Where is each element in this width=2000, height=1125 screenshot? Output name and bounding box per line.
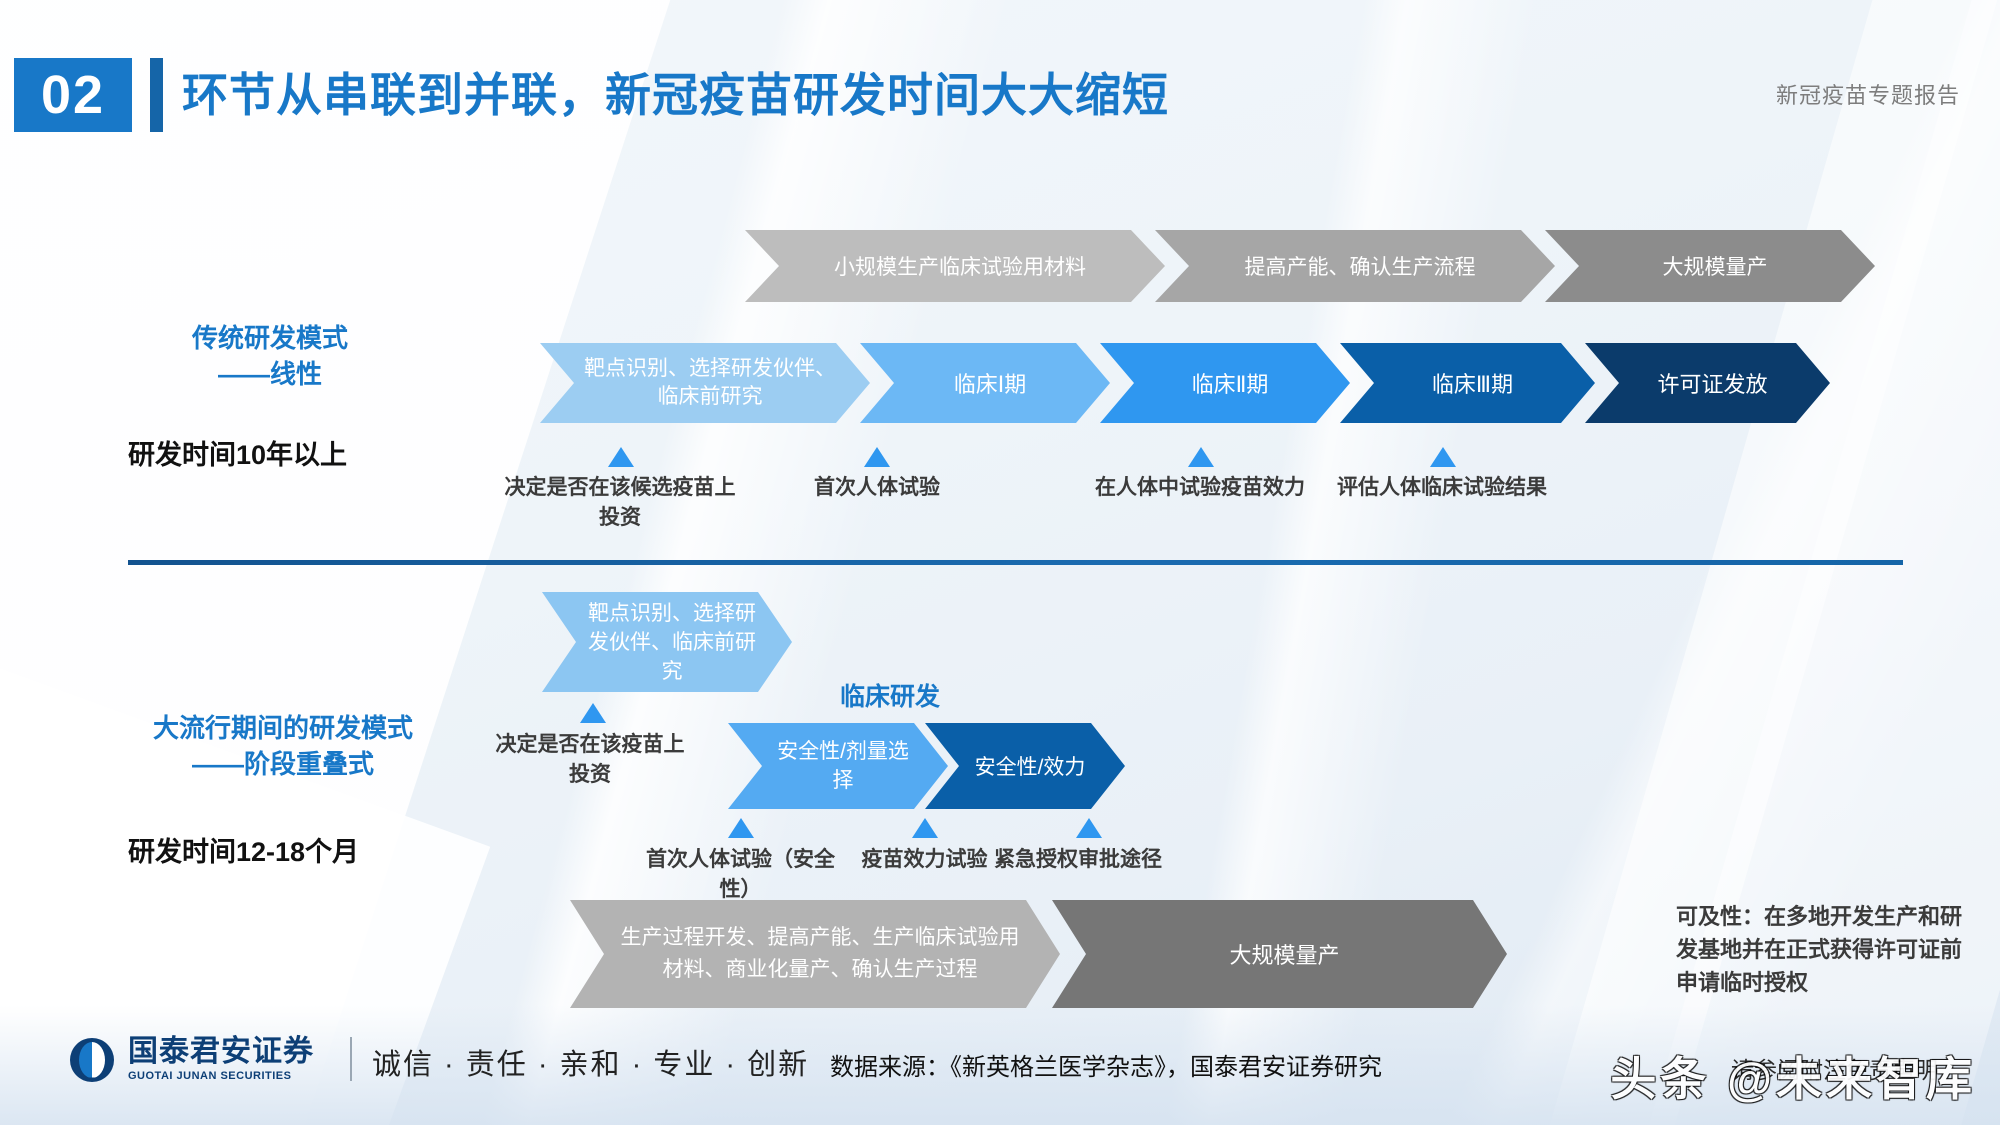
traditional-manufacturing-step-1-label: 小规模生产临床试验用材料	[834, 256, 1086, 279]
pandemic-clinical-step-1[interactable]: 安全性/剂量选择	[728, 723, 948, 809]
pandemic-preclinical-step[interactable]: 靶点识别、选择研发伙伴、临床前研究	[542, 592, 792, 692]
pandemic-note-3: 紧急授权审批途径	[994, 848, 1162, 871]
traditional-clinical-step-1[interactable]: 靶点识别、选择研发伙伴、临床前研究	[540, 343, 870, 423]
pandemic-access-note: 可及性：在多地开发生产和研发基地并在正式获得许可证前申请临时授权	[1676, 904, 1963, 995]
pandemic-clinical-step-1-label: 安全性/剂量选择	[777, 740, 909, 792]
traditional-clinical-step-5-label: 许可证发放	[1657, 372, 1768, 397]
decorative-bottom-gradient	[0, 1005, 2000, 1125]
pandemic-marker-invest	[580, 703, 606, 723]
pandemic-label-line2: ——阶段重叠式	[191, 749, 374, 779]
section-divider	[128, 560, 1903, 565]
pandemic-clinical-heading: 临床研发	[840, 683, 941, 711]
report-name: 新冠疫苗专题报告	[1775, 83, 1960, 108]
pandemic-section-label: 大流行期间的研发模式 ——阶段重叠式	[88, 710, 478, 782]
pandemic-marker-1	[728, 818, 754, 838]
traditional-clinical-step-1-label: 靶点识别、选择研发伙伴、临床前研究	[584, 357, 836, 408]
section-number: 02	[14, 58, 132, 132]
traditional-note-2: 首次人体试验	[814, 476, 940, 499]
pandemic-note-2: 疫苗效力试验	[861, 848, 988, 871]
traditional-manufacturing-step-2[interactable]: 提高产能、确认生产流程	[1155, 230, 1555, 302]
traditional-marker-4	[1430, 447, 1456, 467]
traditional-section-label: 传统研发模式 ——线性	[110, 320, 430, 392]
traditional-note-4: 评估人体临床试验结果	[1337, 476, 1547, 499]
pandemic-marker-2	[912, 818, 938, 838]
logo-text-cn: 国泰君安证券	[128, 1035, 314, 1068]
pandemic-manufacturing-step-1[interactable]: 生产过程开发、提高产能、生产临床试验用材料、商业化量产、确认生产过程	[570, 900, 1060, 1008]
traditional-marker-1	[608, 447, 634, 467]
pandemic-label-line1: 大流行期间的研发模式	[152, 713, 413, 743]
traditional-note-1: 决定是否在该候选疫苗上投资	[504, 476, 736, 529]
traditional-clinical-step-2-label: 临床Ⅰ期	[953, 372, 1027, 397]
traditional-time-label: 研发时间10年以上	[128, 440, 348, 470]
traditional-marker-2	[864, 447, 890, 467]
pandemic-clinical-step-2[interactable]: 安全性/效力	[925, 723, 1125, 809]
pandemic-manufacturing-step-2-label: 大规模量产	[1229, 943, 1340, 968]
traditional-note-3: 在人体中试验疫苗效力	[1095, 476, 1305, 499]
traditional-manufacturing-step-1[interactable]: 小规模生产临床试验用材料	[745, 230, 1165, 302]
logo-text-en: GUOTAI JUNAN SECURITIES	[128, 1070, 292, 1082]
pandemic-clinical-step-2-label: 安全性/效力	[974, 756, 1086, 779]
data-source-text: 数据来源：《新英格兰医学杂志》，国泰君安证券研究	[830, 1054, 1382, 1081]
slide-header: 02 环节从串联到并联，新冠疫苗研发时间大大缩短 新冠疫苗专题报告	[0, 58, 2000, 132]
traditional-label-line1: 传统研发模式	[191, 323, 348, 353]
pandemic-manufacturing-step-2[interactable]: 大规模量产	[1052, 900, 1507, 1008]
traditional-clinical-step-2[interactable]: 临床Ⅰ期	[860, 343, 1110, 423]
pandemic-marker-3	[1076, 818, 1102, 838]
traditional-manufacturing-step-2-label: 提高产能、确认生产流程	[1244, 256, 1476, 279]
pandemic-time-label: 研发时间12-18个月	[128, 837, 360, 867]
traditional-label-line2: ——线性	[217, 359, 322, 389]
traditional-marker-3	[1188, 447, 1214, 467]
pandemic-manufacturing-step-1-label: 生产过程开发、提高产能、生产临床试验用材料、商业化量产、确认生产过程	[620, 926, 1020, 981]
traditional-clinical-step-3[interactable]: 临床Ⅱ期	[1100, 343, 1350, 423]
traditional-clinical-step-4-label: 临床Ⅲ期	[1431, 372, 1514, 397]
logo-mark-icon	[70, 1037, 114, 1082]
pandemic-invest-note: 决定是否在该疫苗上投资	[495, 733, 685, 786]
traditional-clinical-step-3-label: 临床Ⅱ期	[1191, 372, 1269, 397]
traditional-manufacturing-step-3[interactable]: 大规模量产	[1545, 230, 1875, 302]
page-title: 环节从串联到并联，新冠疫苗研发时间大大缩短	[182, 69, 1169, 121]
company-slogan: 诚信 · 责任 · 亲和 · 专业 · 创新	[372, 1049, 810, 1081]
company-logo: 国泰君安证券 GUOTAI JUNAN SECURITIES	[70, 1037, 314, 1082]
traditional-clinical-step-5[interactable]: 许可证发放	[1585, 343, 1830, 423]
slide-footer: 国泰君安证券 GUOTAI JUNAN SECURITIES 诚信 · 责任 ·…	[0, 1015, 2000, 1125]
traditional-clinical-step-4[interactable]: 临床Ⅲ期	[1340, 343, 1595, 423]
traditional-manufacturing-step-3-label: 大规模量产	[1662, 256, 1768, 279]
pandemic-preclinical-step-label: 靶点识别、选择研发伙伴、临床前研究	[588, 601, 756, 683]
header-accent-bar	[150, 58, 163, 132]
pandemic-note-1: 首次人体试验（安全性）	[646, 848, 835, 901]
footer-divider	[350, 1037, 352, 1081]
disclaimer-text: 请参阅附注免责声明	[1731, 1057, 1938, 1083]
